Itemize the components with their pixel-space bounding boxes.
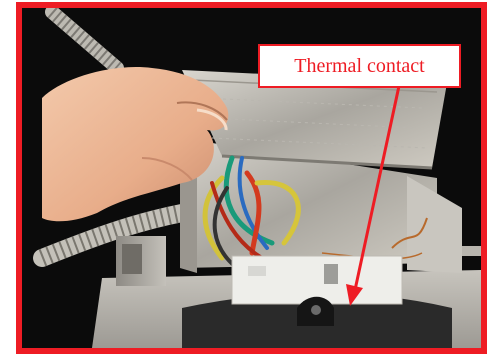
callout-label: Thermal contact bbox=[258, 44, 461, 88]
conduit-top bbox=[45, 8, 124, 75]
hand bbox=[42, 67, 229, 222]
conduit-bottom bbox=[33, 204, 191, 267]
photo-frame: Thermal contact bbox=[16, 2, 487, 354]
wire-bundle bbox=[202, 155, 301, 270]
